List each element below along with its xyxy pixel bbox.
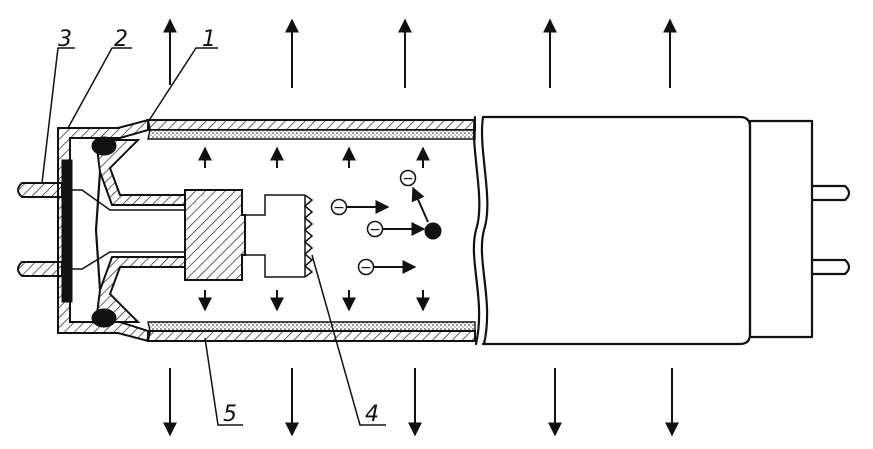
svg-text:1: 1 xyxy=(202,27,216,52)
uv-arrows-inner xyxy=(198,146,430,312)
mercury-atom xyxy=(411,186,442,240)
label-4: 4 xyxy=(311,254,386,427)
filament-coil xyxy=(303,194,314,278)
tube-body-right xyxy=(480,115,851,346)
uv-arrows-bottom xyxy=(163,368,679,437)
electron-1: − xyxy=(330,198,390,216)
electron-3: − xyxy=(357,258,417,276)
tube-wall-section xyxy=(146,115,481,346)
svg-text:5: 5 xyxy=(223,402,237,427)
electron-4: − xyxy=(399,169,417,187)
uv-arrows-top xyxy=(163,18,677,88)
glass-stem xyxy=(94,139,246,323)
svg-text:−: − xyxy=(369,222,381,238)
label-1: 1 xyxy=(147,27,218,123)
svg-text:−: − xyxy=(360,260,372,276)
svg-text:−: − xyxy=(402,171,414,187)
svg-text:2: 2 xyxy=(114,27,128,52)
lead-wires xyxy=(62,189,305,278)
label-5: 5 xyxy=(204,337,243,427)
label-2: 2 xyxy=(67,27,132,129)
svg-text:4: 4 xyxy=(365,402,379,427)
svg-text:3: 3 xyxy=(58,27,72,52)
svg-text:−: − xyxy=(333,200,345,216)
end-cap-left xyxy=(17,118,149,343)
electron-2: − xyxy=(366,220,426,238)
label-3: 3 xyxy=(41,27,75,184)
